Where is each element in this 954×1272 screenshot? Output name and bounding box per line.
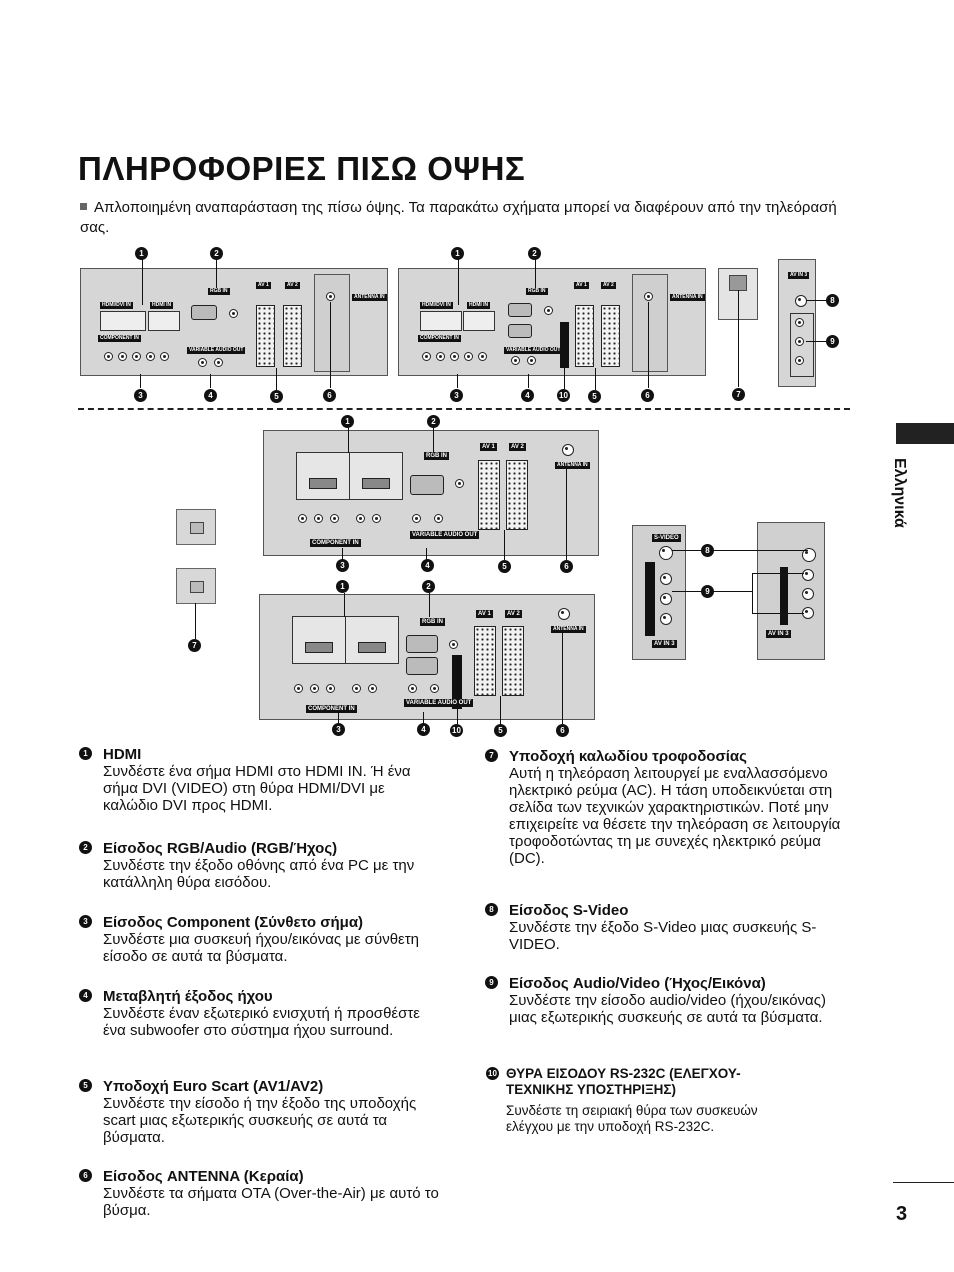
component-in-label: COMPONENT IN	[98, 335, 141, 342]
hdmi-label: HDMI IN	[150, 302, 174, 309]
page-title: ΠΛΗΡΟΦΟΡΙΕΣ ΠΙΣΩ ΟΨΗΣ	[78, 150, 526, 187]
callout-7: 7	[732, 388, 745, 401]
item-antenna: 6 Είσοδος ANTENNA (Κεραία) Συνδέστε τα σ…	[79, 1168, 443, 1219]
item-component: 3 Είσοδος Component (Σύνθετο σήμα) Συνδέ…	[79, 914, 443, 965]
item-s-video: 8 Είσοδος S-Video Συνδέστε την έξοδο S-V…	[485, 902, 851, 953]
rgb-audio-jack	[229, 309, 238, 318]
callout-10: 10	[557, 389, 570, 402]
hdmi-port-1	[100, 311, 146, 331]
rgb-in-label: RGB IN	[208, 288, 230, 295]
callout-4: 4	[204, 389, 217, 402]
callout-8: 8	[826, 294, 839, 307]
callout-9: 9	[826, 335, 839, 348]
item-rgb-audio: 2 Είσοδος RGB/Audio (RGB/Ήχος) Συνδέστε …	[79, 840, 443, 891]
item-rs232c: 10 ΘΥΡΑ ΕΙΣΟΔΟΥ RS-232C (ΕΛΕΓΧΟΥ-ΤΕΧΝΙΚΗ…	[486, 1066, 806, 1135]
callout-2: 2	[210, 247, 223, 260]
rs232c-port	[508, 324, 532, 338]
footer-rule	[893, 1182, 954, 1183]
item-hdmi: 1 HDMI Συνδέστε ένα σήμα HDMI στο HDMI I…	[79, 746, 443, 814]
callout-6: 6	[323, 389, 336, 402]
scart-av1	[256, 305, 275, 367]
variable-audio-label: VARIABLE AUDIO OUT	[187, 347, 246, 354]
scart-av2	[283, 305, 302, 367]
power-socket-icon	[176, 509, 216, 545]
language-label: Ελληνικά	[891, 458, 908, 528]
section-divider	[78, 408, 850, 410]
callout-1: 1	[135, 247, 148, 260]
hdmi-dvi-label: HDMI/DVI IN	[100, 302, 133, 309]
antenna-jack	[326, 292, 335, 301]
rgb-vga-port	[191, 305, 217, 320]
callout-5: 5	[270, 390, 283, 403]
item-power-cord: 7 Υποδοχή καλωδίου τροφοδοσίας Αυτή η τη…	[485, 748, 851, 867]
page-number: 3	[896, 1203, 908, 1225]
item-euro-scart: 5 Υποδοχή Euro Scart (AV1/AV2) Συνδέστε …	[79, 1078, 443, 1146]
power-socket-icon	[176, 568, 216, 604]
bullet-square-icon	[80, 203, 87, 210]
callout-3: 3	[134, 389, 147, 402]
hdmi-port-2	[148, 311, 180, 331]
item-audio-video: 9 Είσοδος Audio/Video (Ήχος/Εικόνα) Συνδ…	[485, 975, 851, 1026]
language-tab	[896, 423, 954, 444]
intro-note: Απλοποιημένη αναπαράσταση της πίσω όψης.…	[80, 199, 837, 236]
item-variable-audio: 4 Μεταβλητή έξοδος ήχου Συνδέστε έναν εξ…	[79, 988, 443, 1039]
